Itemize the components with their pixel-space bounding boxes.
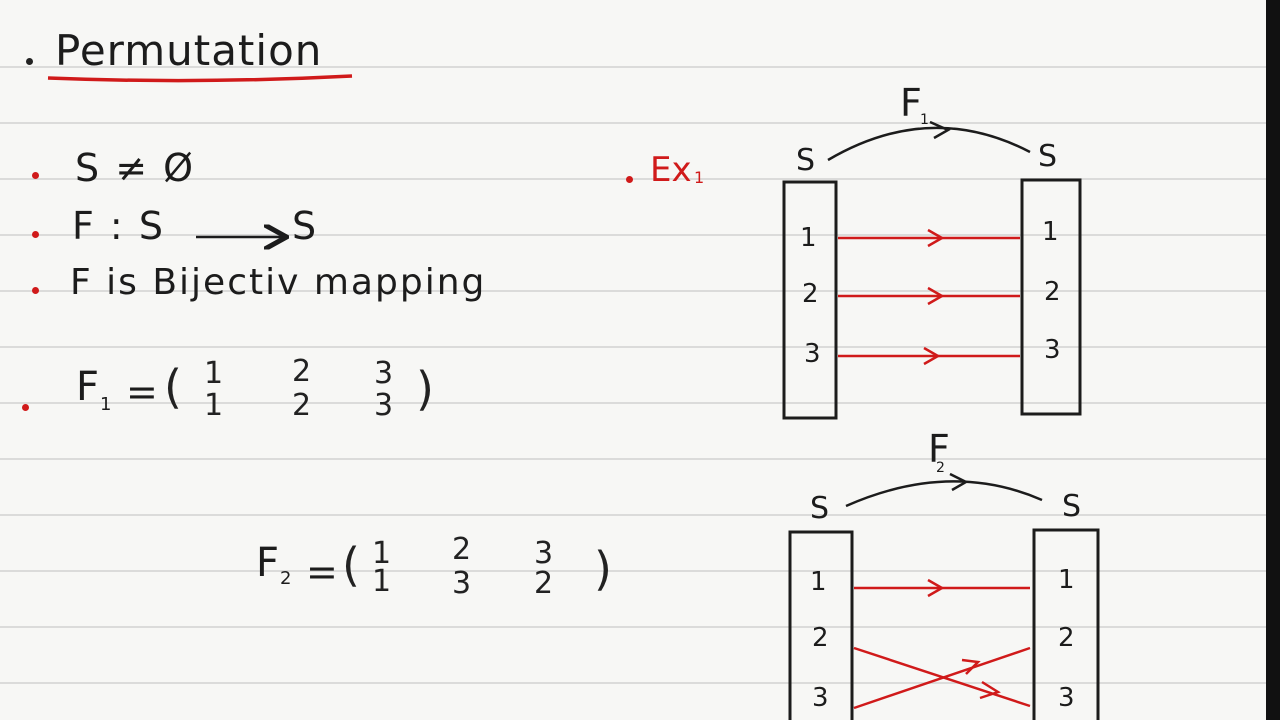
diagram1-left-3: 3 xyxy=(804,339,821,369)
diagram1-arrowhead-2 xyxy=(927,286,945,306)
diagram1-right-1: 1 xyxy=(1042,217,1059,247)
f1-subscript: 1 xyxy=(100,394,112,415)
f2-equals: = xyxy=(306,550,340,594)
diagram2-right-1: 1 xyxy=(1058,565,1075,595)
heading-bullet xyxy=(26,58,33,65)
diagram1-right-2: 2 xyxy=(1044,277,1061,307)
f1-bottom-1: 1 xyxy=(204,388,226,423)
f1-left-paren: ( xyxy=(164,360,182,414)
f2-right-paren: ) xyxy=(594,542,612,596)
diagram1-right-3: 3 xyxy=(1044,335,1061,365)
diagram2-arrowhead-2 xyxy=(979,680,1001,700)
page-edge xyxy=(1266,0,1280,720)
bullet-dot xyxy=(22,404,29,411)
f2-left-paren: ( xyxy=(342,538,360,592)
diagram2-arc-arrowhead xyxy=(949,472,969,492)
diagram2-arrowhead-1 xyxy=(927,578,945,598)
diagram1-right-set: S xyxy=(1038,139,1057,174)
diagram1-arrowhead-3 xyxy=(923,346,941,366)
diagram2-left-2: 2 xyxy=(812,623,829,653)
bullet-dot xyxy=(32,231,39,238)
diagram1-map-arc xyxy=(827,126,1031,162)
f1-name: F xyxy=(76,364,102,410)
diagram2-right-set: S xyxy=(1062,489,1081,524)
f2-top-2: 2 xyxy=(452,532,474,567)
diagram2-left-3: 3 xyxy=(812,683,829,713)
example-bullet xyxy=(626,176,633,183)
f1-bottom-2: 2 xyxy=(292,388,314,423)
bullet-dot xyxy=(32,172,39,179)
diagram2-right-2: 2 xyxy=(1058,623,1075,653)
bijective-statement: F is Bijectiv mapping xyxy=(70,262,487,303)
diagram2-left-set: S xyxy=(810,491,829,526)
f1-equals: = xyxy=(126,370,160,414)
f2-name: F xyxy=(256,540,282,586)
heading-underline xyxy=(47,74,353,83)
diagram1-left-1: 1 xyxy=(800,223,817,253)
f1-right-paren: ) xyxy=(416,362,434,416)
f1-bottom-3: 3 xyxy=(374,388,396,423)
f1-top-1: 1 xyxy=(204,356,226,391)
page-title: Permutation xyxy=(55,26,323,75)
example-label: Ex xyxy=(650,150,692,190)
function-domain: F : S xyxy=(72,204,165,248)
diagram1-map-label: F xyxy=(900,81,922,125)
diagram2-left-box xyxy=(788,530,854,720)
diagram1-map-subscript: 1 xyxy=(920,112,929,128)
diagram1-left-set: S xyxy=(796,143,815,178)
diagram2-right-box xyxy=(1032,528,1100,720)
diagram1-right-box xyxy=(1020,178,1082,416)
f2-bottom-1: 1 xyxy=(372,564,394,599)
diagram2-map-label: F xyxy=(928,427,950,471)
diagram1-arc-arrowhead xyxy=(929,120,951,140)
f1-top-2: 2 xyxy=(292,354,314,389)
diagram2-map-arc xyxy=(845,480,1043,508)
nonempty-set-statement: S ≠ Ø xyxy=(75,146,196,190)
function-codomain: S xyxy=(292,204,319,248)
diagram2-left-1: 1 xyxy=(810,567,827,597)
bullet-dot xyxy=(32,287,39,294)
diagram1-arrowhead-1 xyxy=(927,228,945,248)
example-subscript: 1 xyxy=(694,168,705,187)
diagram-2: F 2 S S 1 2 3 1 2 3 xyxy=(788,427,1100,720)
f2-subscript: 2 xyxy=(280,568,292,589)
f2-top-3: 3 xyxy=(534,536,556,571)
diagram-1: F 1 S S 1 2 3 1 2 3 xyxy=(782,81,1082,420)
diagram2-map-subscript: 2 xyxy=(936,460,945,476)
f2-bottom-2: 3 xyxy=(452,566,474,601)
diagram2-right-3: 3 xyxy=(1058,683,1075,713)
diagram2-arrowhead-3 xyxy=(961,658,981,675)
f2-bottom-3: 2 xyxy=(534,566,556,601)
diagram1-left-2: 2 xyxy=(802,279,819,309)
f1-top-3: 3 xyxy=(374,356,396,391)
diagram1-left-box xyxy=(782,180,838,420)
diagram2-arrow-3-to-2 xyxy=(853,646,1031,710)
f2-top-1: 1 xyxy=(372,536,394,571)
